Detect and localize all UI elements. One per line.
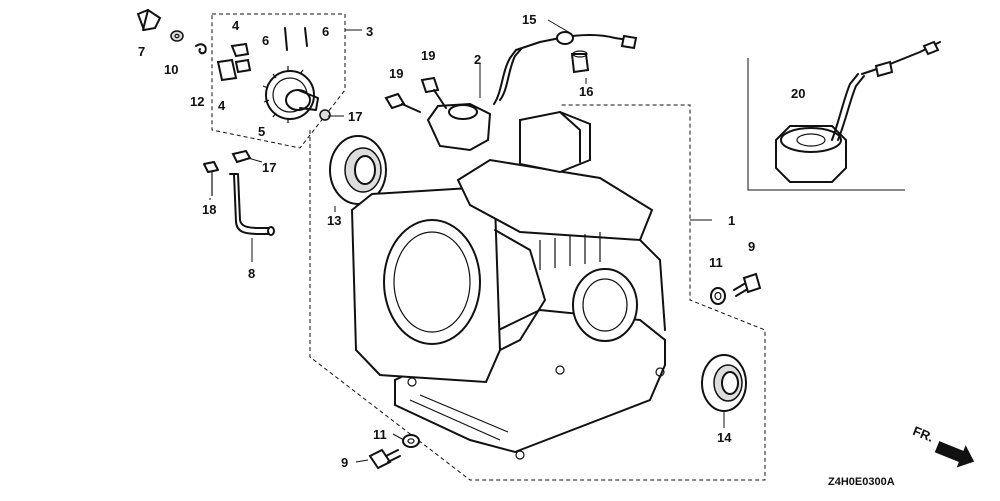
clip-18 [203, 161, 219, 196]
clip-17-lower [231, 149, 252, 164]
label-part-11-lower: 11 [373, 427, 387, 442]
oil-sensor-2 [426, 37, 561, 152]
label-part-9-right: 9 [748, 239, 755, 254]
crankcase-1 [350, 110, 666, 460]
oil-seal-13 [329, 135, 387, 205]
drawing-code: Z4H0E0300A [828, 476, 895, 488]
label-part-19-left: 19 [389, 66, 403, 81]
label-part-17-lower: 17 [262, 160, 276, 175]
crankcase-dashed-box [309, 104, 766, 481]
label-part-19-right: 19 [421, 48, 435, 63]
label-part-4b: 4 [218, 98, 226, 113]
label-part-6b: 6 [322, 24, 329, 39]
front-label: FR. [911, 423, 936, 445]
label-part-10: 10 [164, 62, 178, 77]
bolt-19-left [384, 92, 421, 113]
grommet-16 [570, 50, 590, 74]
clip-12 [195, 43, 207, 55]
label-part-17-upper: 17 [348, 109, 362, 124]
inset-box-20 [747, 58, 905, 191]
washer-11-lower [402, 434, 420, 448]
bolt-7 [136, 8, 162, 32]
label-part-4a: 4 [232, 18, 240, 33]
label-part-9-lower: 9 [341, 455, 348, 470]
label-part-1: 1 [728, 213, 735, 228]
oil-switch-20 [775, 40, 941, 183]
wire-harness-15 [556, 31, 638, 50]
bolt-9-right [733, 272, 762, 297]
label-part-8: 8 [248, 266, 255, 281]
label-part-5: 5 [258, 124, 265, 139]
label-part-6a: 6 [262, 33, 269, 48]
governor-assembly [216, 27, 319, 123]
label-part-15: 15 [522, 12, 536, 27]
bolt-19-right [420, 76, 447, 109]
label-part-12: 12 [190, 94, 204, 109]
seal-17-upper [319, 109, 331, 121]
label-part-16: 16 [579, 84, 593, 99]
washer-10 [170, 30, 184, 42]
leader-lines [209, 19, 725, 463]
front-arrow-icon [934, 441, 975, 468]
label-part-13: 13 [327, 213, 341, 228]
label-part-7: 7 [138, 44, 145, 59]
label-part-2: 2 [474, 52, 481, 67]
oil-seal-14 [701, 354, 747, 412]
breather-tube-8 [229, 173, 275, 236]
label-part-20: 20 [791, 86, 805, 101]
label-part-11-right: 11 [709, 255, 723, 270]
label-part-18: 18 [202, 202, 216, 217]
part-labels: 1 2 3 4 4 5 6 6 7 8 9 9 10 11 11 12 13 1… [138, 12, 805, 470]
washer-11-right [710, 287, 726, 305]
label-part-14: 14 [717, 430, 732, 445]
front-direction-indicator: FR. [911, 423, 975, 468]
label-part-3: 3 [366, 24, 373, 39]
bolt-9-lower [368, 448, 401, 470]
